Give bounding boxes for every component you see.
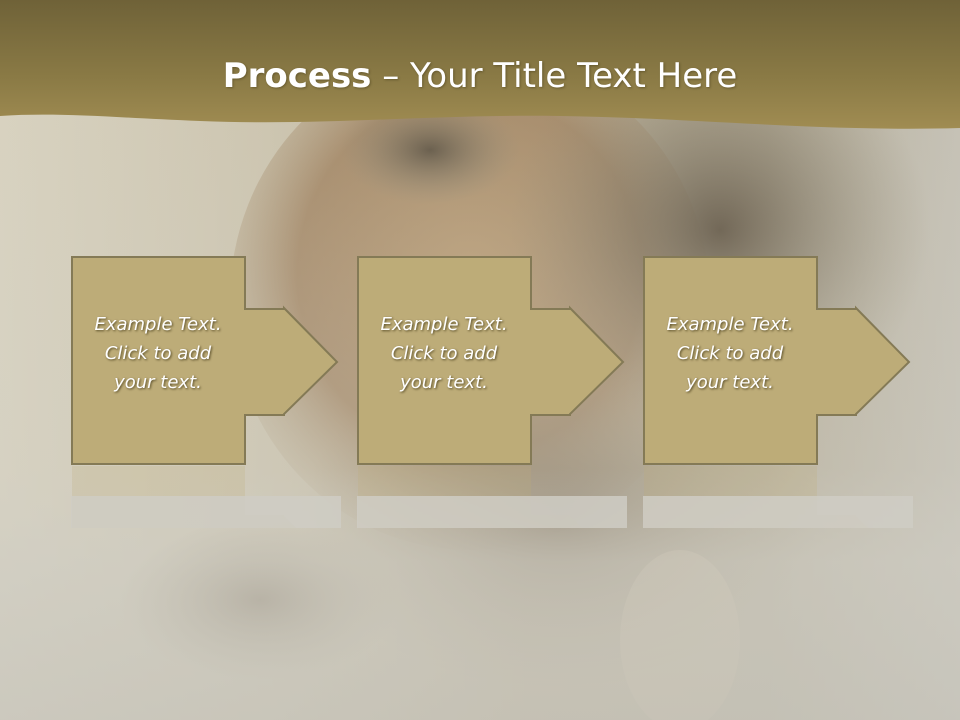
process-step-3[interactable]: Example Text. Click to add your text. <box>643 256 913 528</box>
title-bold: Process <box>222 56 372 96</box>
process-step-3-shape <box>643 256 913 528</box>
slide-title[interactable]: Process – Your Title Text Here <box>0 48 960 104</box>
process-step-1-text: Example Text. Click to add your text. <box>94 314 222 393</box>
process-step-2[interactable]: Example Text. Click to add your text. <box>357 256 627 528</box>
process-step-2-text: Example Text. Click to add your text. <box>380 314 508 393</box>
process-step-2-shape <box>357 256 627 528</box>
process-step-1-shape <box>71 256 341 528</box>
title-rest: – Your Title Text Here <box>371 56 738 96</box>
process-step-1[interactable]: Example Text. Click to add your text. <box>71 256 341 528</box>
process-step-3-text: Example Text. Click to add your text. <box>666 314 794 393</box>
